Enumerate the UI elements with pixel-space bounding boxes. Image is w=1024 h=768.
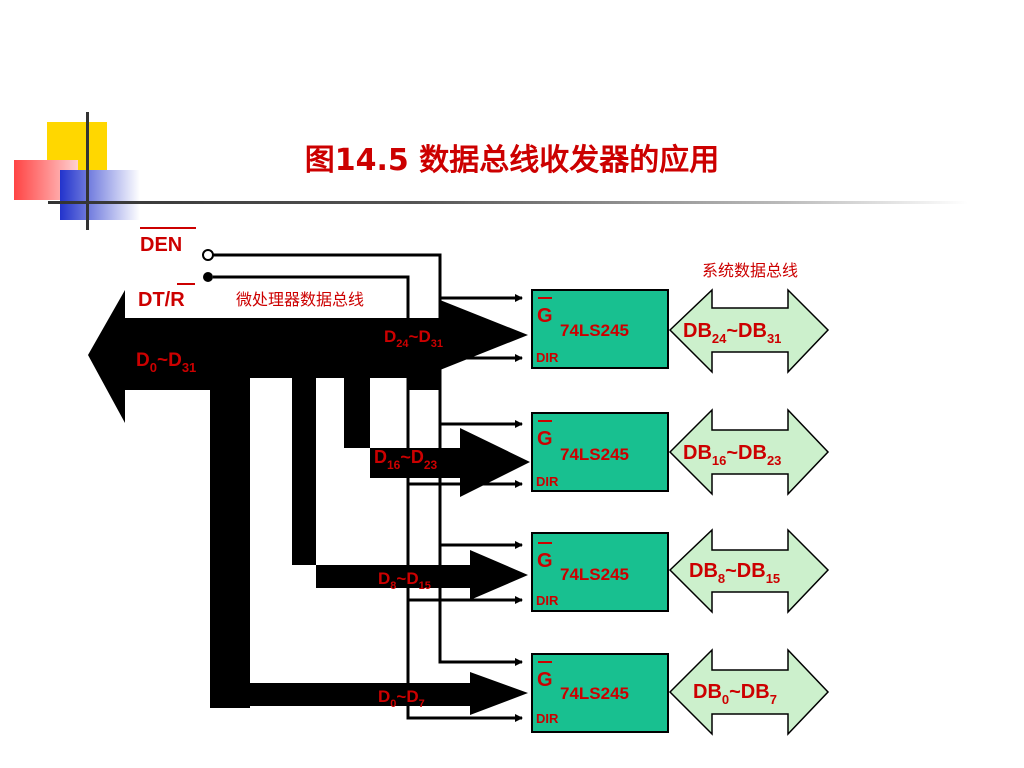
db-label-3: DB0~DB7 xyxy=(693,681,777,707)
local-tilde: ~D xyxy=(396,687,418,706)
chip-box xyxy=(531,532,669,612)
gap-trunk-a xyxy=(250,378,292,683)
local-sub-a: 8 xyxy=(390,580,396,592)
chip-name: 74LS245 xyxy=(560,684,629,703)
chip-dir: DIR xyxy=(536,711,559,726)
den-terminal xyxy=(202,249,214,261)
local-label-3: D0~D7 xyxy=(378,687,425,710)
sysbus-arrow-1 xyxy=(668,408,830,496)
main-base: D xyxy=(136,350,150,371)
db-tilde: ~DB xyxy=(729,681,770,703)
db-sub-b: 7 xyxy=(770,692,777,707)
slide-title: 图14.5 数据总线收发器的应用 xyxy=(304,143,720,178)
main-sub2: 31 xyxy=(182,360,196,375)
local-sub-a: 16 xyxy=(387,458,401,472)
chip-name: 74LS245 xyxy=(560,321,629,340)
db-tilde: ~DB xyxy=(726,442,767,464)
local-tilde: ~D xyxy=(409,327,431,346)
branch-D0-D7 xyxy=(250,672,528,715)
dtr-line xyxy=(213,275,523,722)
sysbus-arrow-3 xyxy=(668,648,830,736)
gap-trunk-b xyxy=(316,378,344,568)
branch-D16-D23 xyxy=(344,390,530,497)
chip-1: G 74LS245 DIR xyxy=(531,412,669,492)
chip-0: G 74LS245 DIR xyxy=(531,289,669,369)
db-sub-b: 15 xyxy=(766,571,780,586)
main-base2: D xyxy=(168,350,182,371)
sysbus-arrow-2 xyxy=(668,528,830,614)
dtr-bar: R xyxy=(170,289,185,311)
chip-2: G 74LS245 DIR xyxy=(531,532,669,612)
den-line xyxy=(213,253,523,302)
chip-name: 74LS245 xyxy=(560,445,629,464)
chip-dir: DIR xyxy=(536,474,559,489)
chip-box xyxy=(531,412,669,492)
db-sub-a: 0 xyxy=(722,692,729,707)
db-label-1: DB16~DB23 xyxy=(683,442,781,468)
sysbus-arrow-0 xyxy=(668,288,830,374)
local-sub-b: 23 xyxy=(424,458,438,472)
branch-D24-D31 xyxy=(330,300,528,370)
chip-g: G xyxy=(537,305,553,327)
db-sub-a: 8 xyxy=(718,571,725,586)
local-sub-a: 24 xyxy=(396,338,409,350)
deco-vertical-line xyxy=(86,112,89,230)
deco-blue-square xyxy=(60,170,140,220)
chip-name: 74LS245 xyxy=(560,565,629,584)
chip-g: G xyxy=(537,669,553,691)
chip-box xyxy=(531,653,669,733)
db-sub-a: 24 xyxy=(712,331,727,346)
g-line-4 xyxy=(438,545,523,666)
local-sub-b: 15 xyxy=(419,580,431,592)
chip-dir: DIR xyxy=(536,350,559,365)
local-sub-b: 31 xyxy=(431,338,443,350)
gap-trunk-c xyxy=(370,378,408,448)
branch-D8-D15 xyxy=(292,390,528,600)
db-sub-b: 31 xyxy=(767,331,781,346)
system-bus-label: 系统数据总线 xyxy=(702,261,798,280)
chip-dir: DIR xyxy=(536,593,559,608)
db-label-0: DB24~DB31 xyxy=(683,320,781,346)
den-label: DEN xyxy=(140,234,182,256)
local-sub-b: 7 xyxy=(419,698,425,710)
local-sub-a: 0 xyxy=(390,698,396,710)
chip-box xyxy=(531,289,669,369)
local-tilde: ~D xyxy=(400,447,424,467)
micro-bus-label: 微处理器数据总线 xyxy=(236,290,364,309)
chip-3: G 74LS245 DIR xyxy=(531,653,669,733)
db-sub-a: 16 xyxy=(712,453,726,468)
dtr-label: DT/R xyxy=(138,289,185,311)
dtr-prefix: DT/ xyxy=(138,289,171,311)
main-bus-label: D0~D31 xyxy=(136,350,196,375)
db-tilde: ~DB xyxy=(726,320,767,342)
db-label-2: DB8~DB15 xyxy=(689,560,780,586)
local-tilde: ~D xyxy=(396,569,418,588)
trunk-0 xyxy=(210,320,250,708)
main-sub1: 0 xyxy=(150,360,157,375)
chip-g: G xyxy=(537,550,553,572)
chip-g: G xyxy=(537,428,553,450)
dtr-terminal xyxy=(203,272,213,282)
main-sep: ~ xyxy=(157,350,168,371)
db-sub-b: 23 xyxy=(767,453,781,468)
db-tilde: ~DB xyxy=(725,560,766,582)
deco-horizontal-line xyxy=(48,201,968,204)
